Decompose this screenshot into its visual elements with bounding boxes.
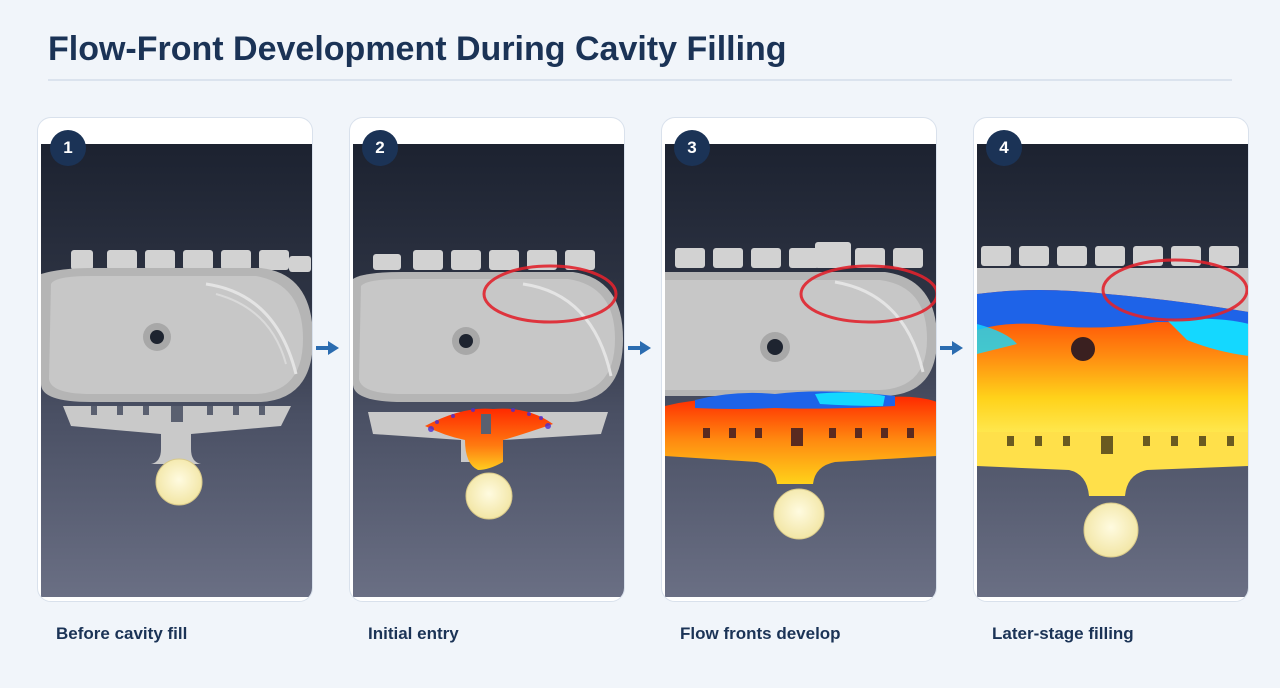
casting-simulation-image [977, 144, 1248, 597]
step-caption-3: Flow fronts develop [680, 624, 841, 643]
arrow-right-icon [316, 341, 339, 355]
step-card-3: 3 [661, 117, 937, 602]
step-number-badge: 1 [50, 130, 86, 166]
arrow-right-icon [940, 341, 963, 355]
title-divider [48, 79, 1232, 81]
page-title: Flow-Front Development During Cavity Fil… [48, 30, 787, 68]
step-caption-2: Initial entry [368, 624, 459, 643]
step-number-badge: 4 [986, 130, 1022, 166]
casting-simulation-image [353, 144, 624, 597]
step-card-2: 2 [349, 117, 625, 602]
step-caption-1: Before cavity fill [56, 624, 188, 643]
step-card-4: 4 [973, 117, 1249, 602]
casting-simulation-image [665, 144, 936, 597]
step-number-badge: 2 [362, 130, 398, 166]
arrow-right-icon [628, 341, 651, 355]
step-number-badge: 3 [674, 130, 710, 166]
step-caption-4: Later-stage filling [992, 624, 1134, 643]
step-card-1: 1 [37, 117, 313, 602]
casting-simulation-image [41, 144, 312, 597]
